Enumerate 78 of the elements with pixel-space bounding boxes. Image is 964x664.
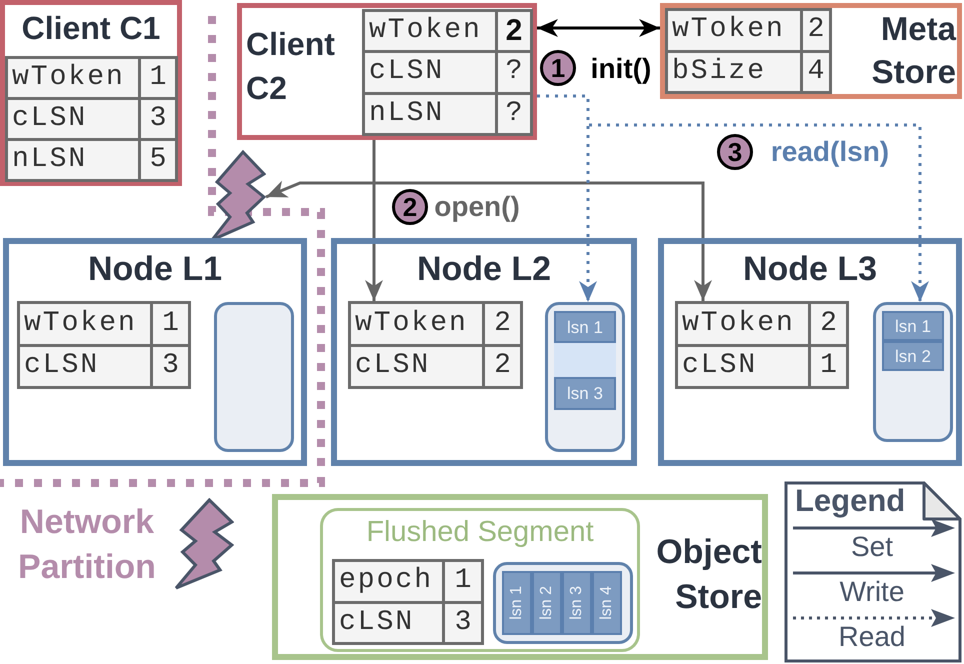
log-container — [545, 302, 625, 452]
state-table — [332, 559, 484, 645]
table-cell: 3 — [153, 346, 188, 386]
table-cell: 1 — [811, 346, 846, 386]
table-cell: cLSN — [365, 53, 495, 92]
table-cell: ? — [498, 53, 530, 92]
storage-node-panel — [658, 238, 962, 466]
table-cell: wToken — [678, 304, 808, 344]
table-cell: wToken — [365, 12, 495, 50]
state-table — [675, 301, 849, 389]
table-cell: nLSN — [365, 94, 495, 133]
state-table — [5, 56, 178, 182]
table-cell: wToken — [8, 59, 138, 97]
log-container — [873, 302, 953, 442]
metadata-store-panel — [660, 3, 962, 99]
log-container — [214, 302, 294, 452]
table-cell: epoch — [335, 562, 442, 600]
table-cell: 2 — [498, 12, 530, 50]
table-cell: 2 — [803, 11, 829, 50]
log-entry: lsn 3 — [554, 377, 616, 410]
double-headed-arrow — [537, 19, 660, 37]
table-cell: 2 — [485, 346, 520, 386]
log-entry: lsn 4 — [592, 571, 622, 635]
table-cell: 1 — [153, 304, 188, 344]
client-panel — [0, 0, 182, 186]
log-entry: lsn 2 — [882, 341, 944, 371]
client-panel — [237, 3, 537, 140]
legend-label: Write — [838, 577, 906, 607]
state-table — [348, 301, 523, 389]
table-cell: 1 — [141, 59, 175, 97]
step-number: 1 — [540, 50, 576, 86]
client-heading: Client C1 — [20, 9, 162, 48]
partition-label: Network Partition — [17, 502, 157, 588]
log-entry: lsn 1 — [882, 311, 944, 341]
legend-label: Read — [838, 622, 906, 652]
state-table — [665, 8, 832, 94]
node-heading: Node L2 — [416, 249, 552, 290]
table-cell: wToken — [668, 11, 800, 50]
client-heading: Client C2 — [246, 25, 336, 108]
table-cell: cLSN — [351, 346, 482, 386]
log-entry: lsn 1 — [502, 571, 532, 635]
table-cell: 2 — [811, 304, 846, 344]
legend-label: Set — [850, 532, 894, 562]
table-cell: bSize — [668, 52, 800, 91]
table-cell: 5 — [141, 141, 175, 179]
table-cell: cLSN — [335, 604, 442, 642]
state-table — [362, 9, 533, 136]
storage-node-panel — [3, 238, 307, 466]
table-cell: wToken — [351, 304, 482, 344]
log-entry: lsn 3 — [562, 571, 592, 635]
table-cell: nLSN — [8, 141, 138, 179]
node-heading: Node L1 — [86, 249, 224, 290]
flushed-segment-frame — [320, 508, 640, 652]
arrow — [372, 140, 712, 301]
store-heading: Object Store — [655, 532, 762, 618]
table-cell: 3 — [445, 604, 481, 642]
table-cell: cLSN — [20, 346, 150, 386]
table-cell: ? — [498, 94, 530, 133]
storage-node-panel — [331, 238, 637, 466]
log-entry: lsn 2 — [532, 571, 562, 635]
table-cell: wToken — [20, 304, 150, 344]
node-heading: Node L3 — [742, 249, 878, 290]
table-cell: 3 — [141, 100, 175, 138]
table-cell: cLSN — [8, 100, 138, 138]
state-table — [17, 301, 191, 389]
table-cell: 2 — [485, 304, 520, 344]
object-store-panel — [272, 494, 768, 660]
log-container — [493, 562, 633, 644]
log-entry: lsn 1 — [554, 311, 616, 343]
step-number: 3 — [717, 134, 753, 170]
legend-title: Legend — [795, 484, 906, 518]
missing-log-entry — [554, 343, 616, 377]
table-cell: cLSN — [678, 346, 808, 386]
step-number: 2 — [392, 189, 428, 225]
segment-heading: Flushed Segment — [365, 515, 595, 550]
table-cell: 1 — [445, 562, 481, 600]
table-cell: 4 — [803, 52, 829, 91]
store-heading: Meta Store — [870, 9, 956, 92]
